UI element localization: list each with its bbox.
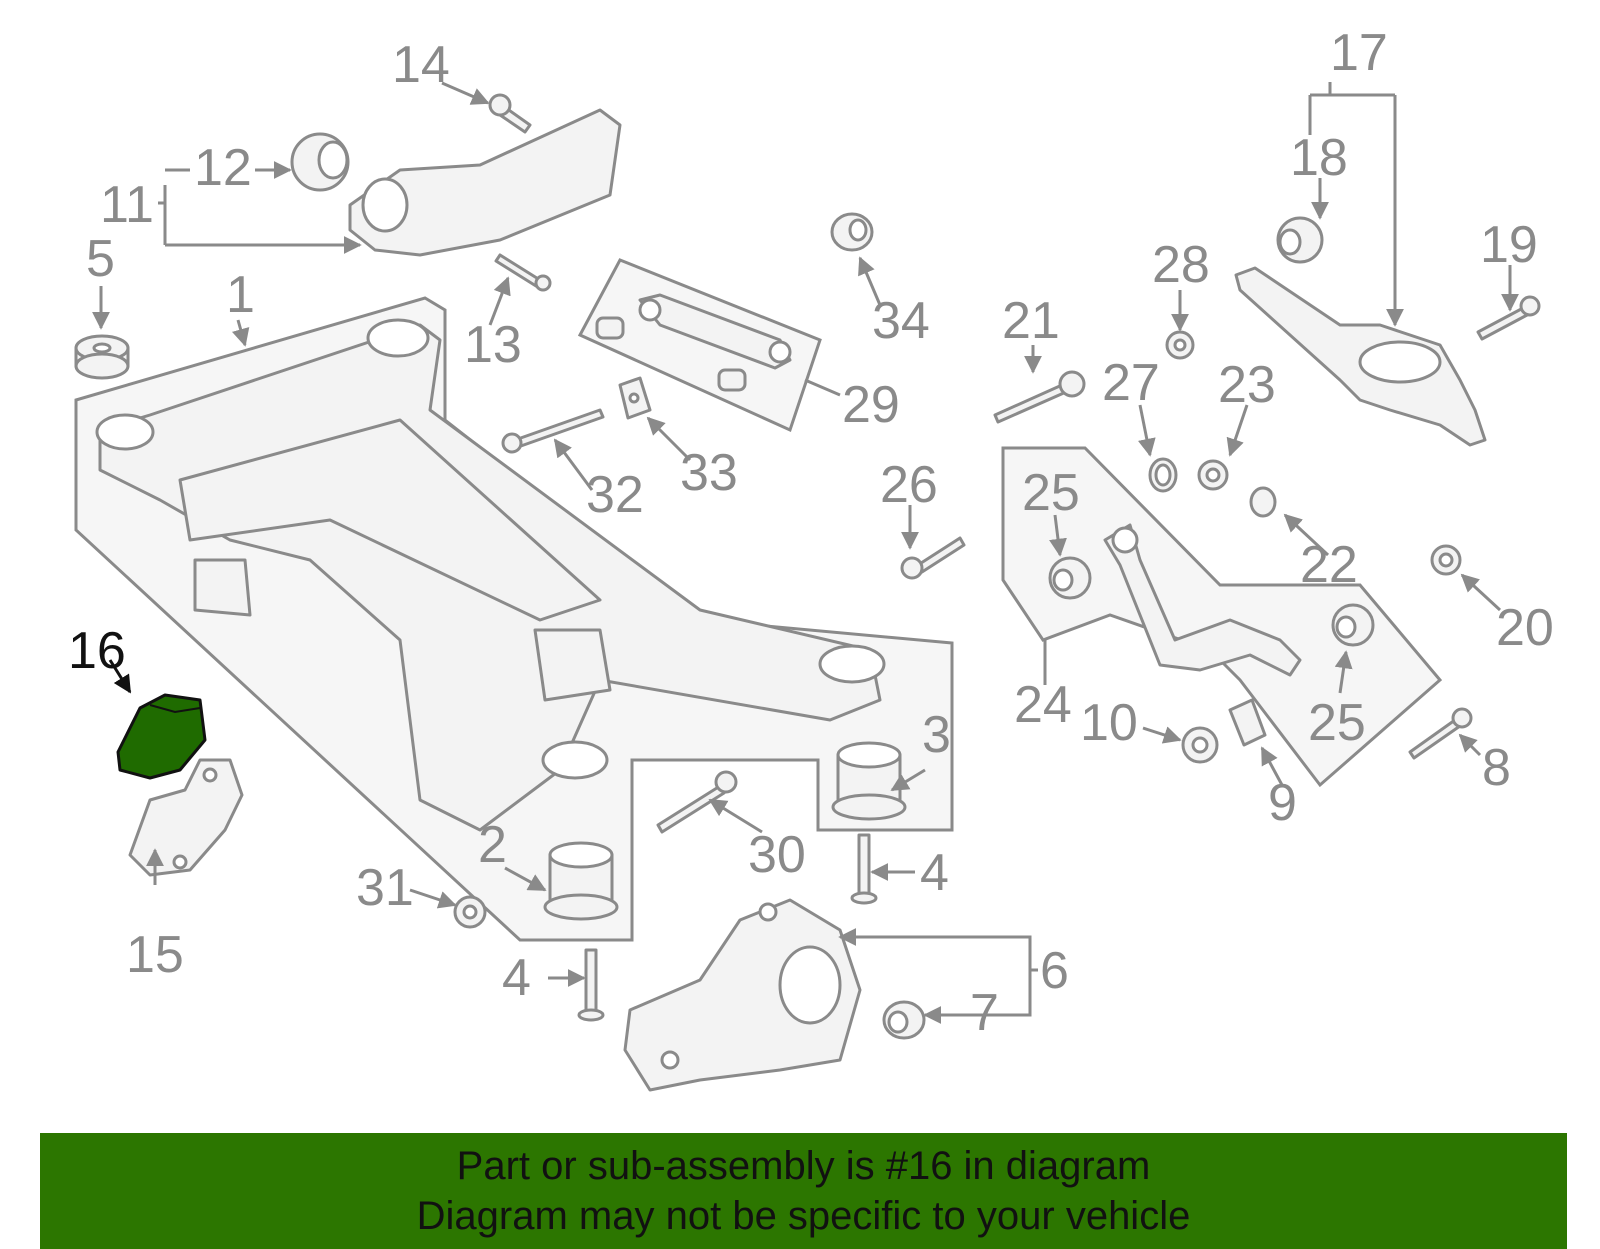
callout-26: 26 bbox=[880, 456, 938, 514]
callout-12: 12 bbox=[194, 139, 252, 197]
callout-21: 21 bbox=[1002, 292, 1060, 350]
callout-14: 14 bbox=[392, 36, 450, 94]
callout-32: 32 bbox=[586, 466, 644, 524]
info-banner: Part or sub-assembly is #16 in diagram D… bbox=[40, 1133, 1567, 1249]
bushing-34[interactable] bbox=[830, 212, 874, 252]
callout-4-lower: 4 bbox=[502, 949, 531, 1007]
callout-9: 9 bbox=[1268, 774, 1297, 832]
bracket-15[interactable] bbox=[128, 758, 244, 877]
callout-31: 31 bbox=[356, 859, 414, 917]
callout-5: 5 bbox=[86, 230, 115, 288]
lower-arm-17[interactable] bbox=[1234, 266, 1487, 447]
nut-10[interactable] bbox=[1181, 726, 1219, 764]
plate-9[interactable] bbox=[1228, 698, 1267, 747]
leader-lines bbox=[92, 81, 1519, 1024]
bushing-18[interactable] bbox=[1276, 216, 1324, 264]
bolt-4-lower[interactable] bbox=[577, 948, 605, 1022]
banner-line-2: Diagram may not be specific to your vehi… bbox=[416, 1194, 1191, 1238]
callout-20: 20 bbox=[1496, 599, 1554, 657]
bushing-25-lower[interactable] bbox=[1331, 603, 1375, 647]
callout-34: 34 bbox=[872, 292, 930, 350]
callout-7: 7 bbox=[970, 984, 999, 1042]
bolt-21[interactable] bbox=[993, 370, 1086, 424]
callout-28: 28 bbox=[1152, 236, 1210, 294]
callout-30: 30 bbox=[748, 826, 806, 884]
knuckle-6[interactable] bbox=[623, 898, 862, 1092]
nut-20[interactable] bbox=[1430, 544, 1462, 576]
bolt-14[interactable] bbox=[488, 93, 532, 134]
bushing-12[interactable] bbox=[290, 132, 350, 192]
part-16-highlighted[interactable] bbox=[116, 693, 207, 780]
nut-31[interactable] bbox=[453, 895, 487, 929]
callout-2: 2 bbox=[478, 816, 507, 874]
bolt-30[interactable] bbox=[656, 770, 738, 834]
upper-arm-11[interactable] bbox=[348, 108, 622, 257]
callout-6: 6 bbox=[1040, 942, 1069, 1000]
callout-23: 23 bbox=[1218, 356, 1276, 414]
callout-13: 13 bbox=[464, 316, 522, 374]
callout-16: 16 bbox=[68, 622, 126, 680]
callout-19: 19 bbox=[1480, 216, 1538, 274]
bolt-32[interactable] bbox=[501, 408, 605, 454]
bolt-4-upper[interactable] bbox=[850, 833, 878, 905]
callout-1: 1 bbox=[226, 266, 255, 324]
callout-15: 15 bbox=[126, 926, 184, 984]
arm-24-group-outline bbox=[1001, 446, 1443, 788]
callout-8: 8 bbox=[1482, 739, 1511, 797]
arm-24[interactable] bbox=[1103, 523, 1302, 677]
callout-4-upper: 4 bbox=[920, 844, 949, 902]
callout-25-lower: 25 bbox=[1308, 694, 1366, 752]
bushing-3[interactable] bbox=[831, 741, 907, 821]
callout-24: 24 bbox=[1014, 676, 1072, 734]
link-29[interactable] bbox=[595, 293, 792, 392]
callout-17: 17 bbox=[1330, 24, 1388, 82]
callout-27: 27 bbox=[1102, 354, 1160, 412]
parts-diagram: 1 2 3 4 4 5 6 7 8 9 10 11 12 13 14 15 16… bbox=[68, 24, 1554, 1092]
callout-11: 11 bbox=[100, 176, 154, 234]
bushing-7[interactable] bbox=[882, 1000, 926, 1040]
washer-5[interactable] bbox=[74, 334, 130, 380]
nut-28[interactable] bbox=[1165, 330, 1195, 360]
bushing-2[interactable] bbox=[543, 841, 619, 921]
subframe-part[interactable] bbox=[95, 318, 886, 832]
callout-18: 18 bbox=[1290, 129, 1348, 187]
washer-22[interactable] bbox=[1249, 486, 1277, 518]
callout-25-upper: 25 bbox=[1022, 464, 1080, 522]
callout-33: 33 bbox=[680, 444, 738, 502]
link-29-group-outline bbox=[577, 258, 822, 433]
callout-10: 10 bbox=[1080, 694, 1138, 752]
bushing-25-upper[interactable] bbox=[1048, 556, 1092, 600]
plate-33[interactable] bbox=[618, 376, 652, 420]
callout-29: 29 bbox=[842, 376, 900, 434]
bolt-13[interactable] bbox=[494, 253, 552, 292]
ring-27[interactable] bbox=[1148, 457, 1178, 493]
nut-23[interactable] bbox=[1197, 459, 1229, 491]
bolt-8[interactable] bbox=[1408, 707, 1473, 760]
bolt-19[interactable] bbox=[1476, 295, 1541, 341]
bolt-26[interactable] bbox=[900, 536, 966, 580]
banner-line-1: Part or sub-assembly is #16 in diagram bbox=[456, 1144, 1151, 1188]
callout-22: 22 bbox=[1300, 536, 1358, 594]
callout-3: 3 bbox=[922, 706, 951, 764]
